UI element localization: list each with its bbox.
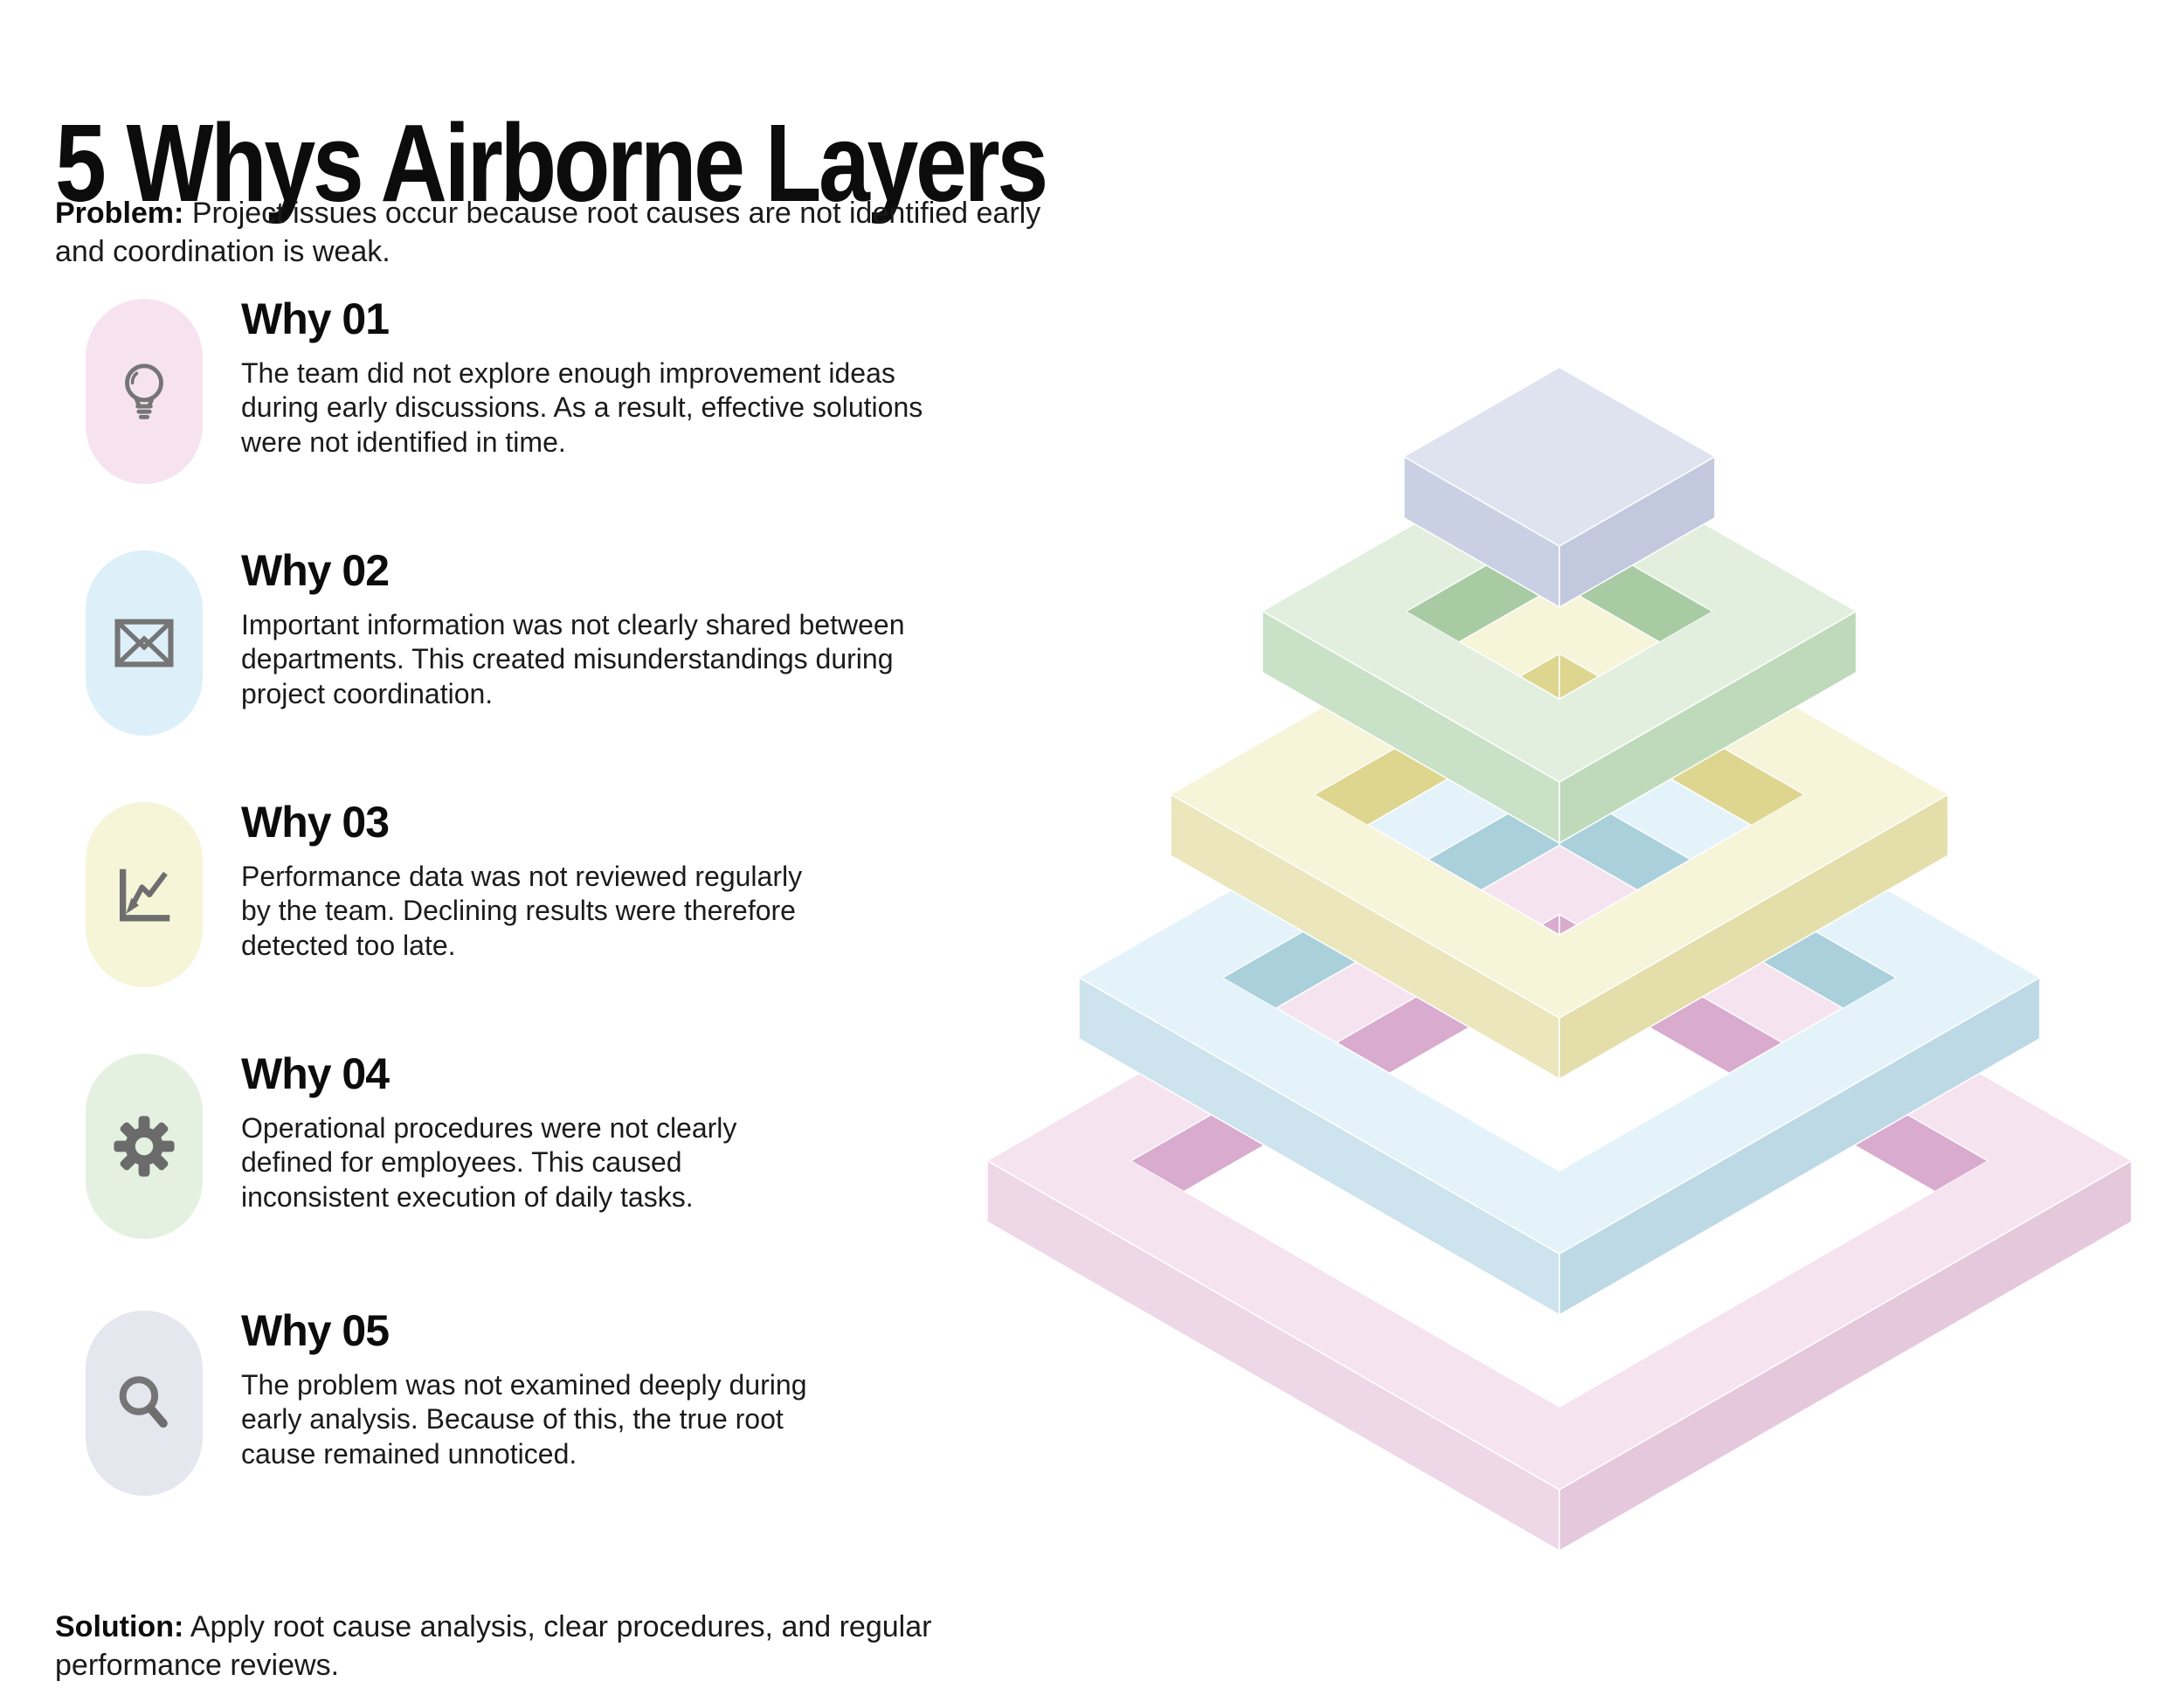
declining-chart-icon <box>110 861 178 929</box>
why-01-heading: Why 01 <box>241 294 390 343</box>
lightbulb-icon <box>110 357 178 425</box>
solution-text: Apply root cause analysis, clear procedu… <box>55 1610 932 1683</box>
layer-blue <box>1078 700 2041 1316</box>
why-03-heading: Why 03 <box>241 798 390 847</box>
layer-yellow <box>1170 570 1949 1080</box>
why-04-block: Why 04 Operational procedures were not c… <box>86 1043 1027 1239</box>
solution-label: Solution: <box>55 1610 184 1643</box>
problem-statement: Problem: Project issues occur because ro… <box>55 194 1191 271</box>
problem-text: Project issues occur because root causes… <box>55 197 1041 269</box>
why-02-block: Why 02 Important information was not cle… <box>86 540 1027 736</box>
why-04-icon-pill <box>86 1054 203 1239</box>
envelope-icon <box>110 609 178 677</box>
why-04-heading: Why 04 <box>241 1049 390 1098</box>
why-02-heading: Why 02 <box>241 546 390 595</box>
why-05-icon-pill <box>86 1311 203 1496</box>
why-05-heading: Why 05 <box>241 1306 390 1355</box>
problem-label: Problem: <box>55 197 184 230</box>
why-04-text: Operational procedures were not clearly … <box>241 1112 737 1213</box>
why-05-block: Why 05 The problem was not examined deep… <box>86 1300 1027 1496</box>
why-03-icon-pill <box>86 802 203 987</box>
solution-statement: Solution: Apply root cause analysis, cle… <box>55 1608 1191 1685</box>
gear-icon <box>108 1110 180 1182</box>
magnifier-icon <box>110 1369 178 1437</box>
layer-top-cube <box>1403 366 1716 608</box>
why-05-content: Why 05 The problem was not examined deep… <box>241 1300 1027 1471</box>
why-03-content: Why 03 Performance data was not reviewed… <box>241 792 1027 963</box>
why-02-text: Important information was not clearly sh… <box>241 609 905 709</box>
why-04-content: Why 04 Operational procedures were not c… <box>241 1043 1027 1214</box>
why-01-text: The team did not explore enough improvem… <box>241 357 923 458</box>
why-03-text: Performance data was not reviewed regula… <box>241 861 803 961</box>
why-01-icon-pill <box>86 299 203 484</box>
layer-pink <box>986 831 2132 1552</box>
why-01-block: Why 01 The team did not explore enough i… <box>86 288 1027 484</box>
layer-green <box>1261 439 1857 844</box>
why-03-block: Why 03 Performance data was not reviewed… <box>86 792 1027 987</box>
page-title: 5 Whys Airborne Layers <box>55 101 1048 225</box>
why-02-icon-pill <box>86 550 203 736</box>
why-05-text: The problem was not examined deeply duri… <box>241 1369 807 1470</box>
why-01-content: Why 01 The team did not explore enough i… <box>241 288 1027 460</box>
why-02-content: Why 02 Important information was not cle… <box>241 540 1027 711</box>
